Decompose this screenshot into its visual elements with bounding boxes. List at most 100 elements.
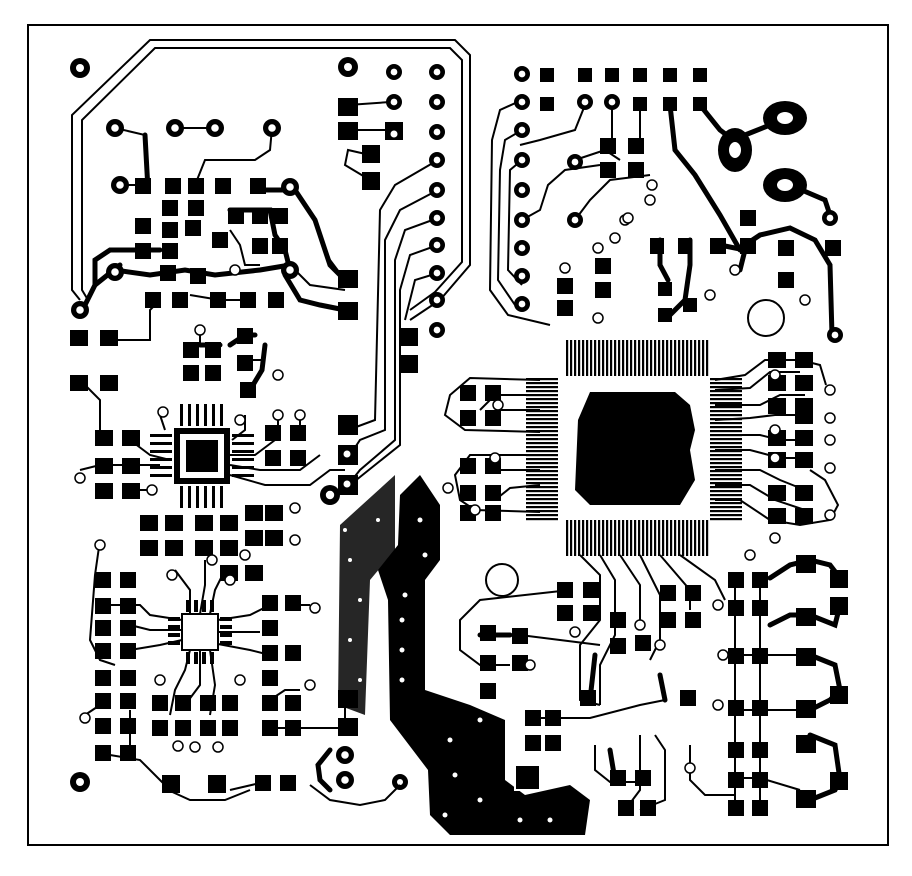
board-outline <box>27 24 889 846</box>
smd-pad <box>545 735 561 751</box>
ground-pour <box>338 475 590 835</box>
smd-pad <box>795 485 813 501</box>
smd-pad <box>795 452 813 468</box>
smd-pad <box>222 720 238 736</box>
vias <box>74 179 836 774</box>
smd-pad <box>610 770 626 786</box>
qfp-pin <box>710 474 742 477</box>
smd-pad <box>222 695 238 711</box>
qfp-pin <box>594 520 597 556</box>
smd-pad <box>152 695 168 711</box>
qfp-pin <box>622 340 625 376</box>
qfn-pin <box>204 486 207 508</box>
qfp-pin <box>710 450 742 453</box>
qfn-pin <box>212 486 215 508</box>
smd-pad <box>693 68 707 82</box>
smd-pad <box>212 232 228 248</box>
qfp-pin <box>710 390 742 393</box>
smd-pad <box>220 515 238 531</box>
smd-pad <box>460 385 476 401</box>
qfp-pin <box>682 520 685 556</box>
qfp-pin <box>706 520 709 556</box>
smd-pad <box>95 483 113 499</box>
smd-pad <box>205 365 221 381</box>
qfp-pin <box>638 340 641 376</box>
smd-pad <box>95 745 111 761</box>
qfp-pin <box>526 486 558 489</box>
via <box>609 232 621 244</box>
smd-pad <box>683 298 697 312</box>
smd-pad <box>825 240 841 256</box>
qfp-pin <box>590 520 593 556</box>
smd-pad <box>272 238 288 254</box>
smd-pad <box>285 695 301 711</box>
smd-pad <box>95 693 111 709</box>
qfp-pin <box>666 520 669 556</box>
qfp-pin <box>666 340 669 376</box>
qfp-pin <box>634 520 637 556</box>
smd-pad <box>557 278 573 294</box>
smd-pad <box>512 655 528 671</box>
via <box>229 264 241 276</box>
qfp-pin <box>566 520 569 556</box>
smd-pad <box>752 572 768 588</box>
smd-pad <box>795 430 813 446</box>
smd-pad <box>728 742 744 758</box>
smd-pad <box>262 670 278 686</box>
qfp-pin <box>630 520 633 556</box>
smd-pad <box>265 450 281 466</box>
qfp-pin <box>526 386 558 389</box>
smd-pad <box>120 718 136 734</box>
ic-qfn-upper <box>150 404 254 508</box>
smd-pad <box>752 772 768 788</box>
qfp-pin <box>710 386 742 389</box>
qfp-pin <box>526 378 558 381</box>
qfp-pin <box>526 502 558 505</box>
smd-pad <box>122 458 140 474</box>
via <box>74 472 86 484</box>
smd-pad <box>480 655 496 671</box>
qfp-pin <box>710 410 742 413</box>
qfn-pin <box>212 404 215 426</box>
smd-pad <box>152 720 168 736</box>
via <box>704 289 716 301</box>
via <box>289 502 301 514</box>
smd-pad <box>512 628 528 644</box>
smd-pad <box>460 458 476 474</box>
via <box>769 369 781 381</box>
qfp-pin <box>710 470 742 473</box>
smd-pad <box>752 700 768 716</box>
smd-pad <box>830 597 848 615</box>
qfp-pin <box>710 394 742 397</box>
smd-pad <box>262 620 278 636</box>
mounting-hole-center <box>485 563 519 597</box>
smd-pad <box>658 308 672 322</box>
smd-pad <box>685 612 701 628</box>
smd-pad <box>70 375 88 391</box>
qfp-pin <box>526 382 558 385</box>
qfp-pin <box>606 520 609 556</box>
via <box>206 554 218 566</box>
smd-pad <box>583 582 599 598</box>
via <box>272 409 284 421</box>
qfp-pin <box>578 340 581 376</box>
qfp-pin <box>622 520 625 556</box>
smd-pad <box>605 68 619 82</box>
qfp-pin <box>686 520 689 556</box>
smd-pad <box>172 292 188 308</box>
via <box>166 569 178 581</box>
smd-pad <box>120 572 136 588</box>
smd-pad <box>610 638 626 654</box>
qfn-pin <box>180 404 183 426</box>
qfp-pin <box>582 520 585 556</box>
smd-pad <box>122 483 140 499</box>
qfp-pin <box>526 430 558 433</box>
smd-pad <box>120 670 136 686</box>
smd-pad <box>70 330 88 346</box>
qfp-pin <box>606 340 609 376</box>
smd-pad <box>728 800 744 816</box>
qfp-pin <box>526 506 558 509</box>
smd-pad <box>680 690 696 706</box>
smd-pad <box>740 210 756 226</box>
smd-pad <box>583 605 599 621</box>
